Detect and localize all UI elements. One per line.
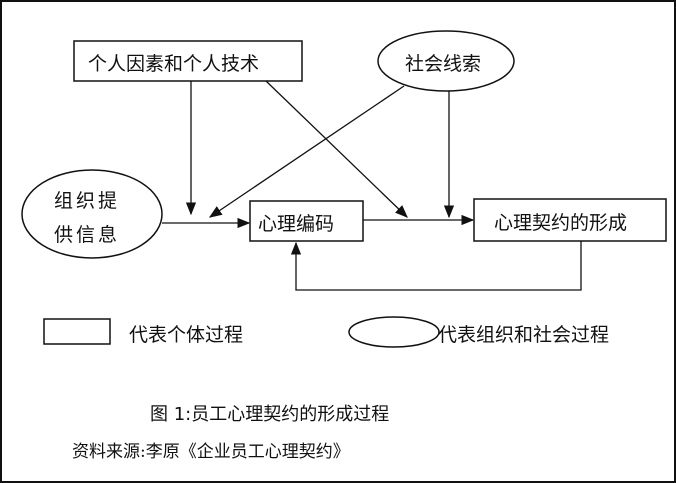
legend-ellipse-symbol xyxy=(348,316,440,348)
personal-factors-label: 个人因素和个人技术 xyxy=(88,53,260,75)
contract-formation-box xyxy=(473,198,667,242)
org-info-label-line2: 供信息 xyxy=(54,224,121,246)
contract-formation-label: 心理契约的形成 xyxy=(494,212,628,234)
org-info-label-line1: 组织提 xyxy=(54,190,121,212)
social-cues-label: 社会线索 xyxy=(405,53,482,75)
arrow-personal-to-contract xyxy=(265,80,408,218)
legend-rect-symbol xyxy=(43,318,111,345)
arrow-social-to-encoding xyxy=(208,85,405,218)
figure-caption: 图 1:员工心理契约的形成过程 xyxy=(150,404,390,425)
org-info-ellipse xyxy=(21,169,163,259)
source-note: 资料来源:李原《企业员工心理契约》 xyxy=(72,442,350,462)
personal-factors-box xyxy=(73,40,303,82)
legend-ellipse-label: 代表组织和社会过程 xyxy=(438,324,610,346)
psych-encoding-label: 心理编码 xyxy=(258,213,335,235)
legend-rect-label: 代表个体过程 xyxy=(129,324,244,346)
social-cues-ellipse xyxy=(377,30,515,92)
feedback-arrow xyxy=(290,241,582,291)
